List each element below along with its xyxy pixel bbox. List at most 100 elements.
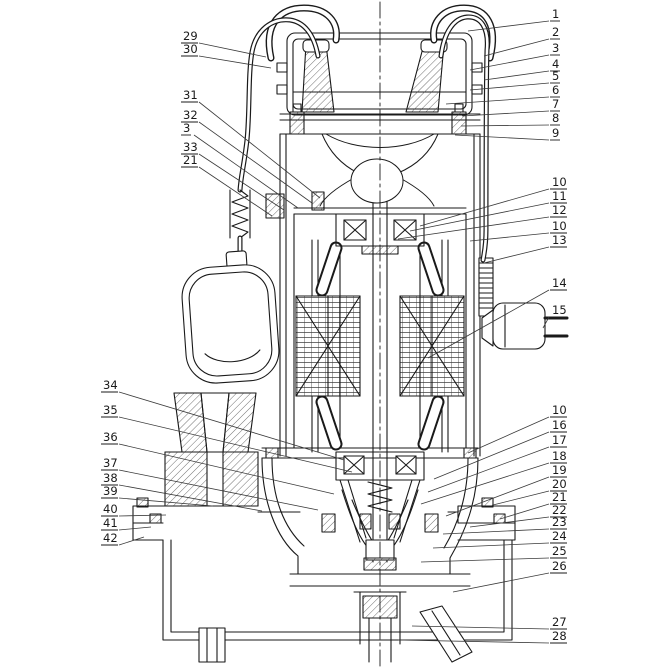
svg-text:23: 23 <box>552 515 567 529</box>
svg-text:2: 2 <box>552 25 559 39</box>
capacitor <box>350 158 404 204</box>
part-label-37: 37 <box>101 456 319 511</box>
part-label-42: 42 <box>101 531 145 546</box>
part-label-3: 3 <box>469 41 560 71</box>
part-label-33: 33 <box>181 140 285 211</box>
part-label-20: 20 <box>492 477 567 506</box>
part-label-6: 6 <box>445 83 560 105</box>
svg-text:30: 30 <box>183 42 198 56</box>
part-label-40: 40 <box>101 502 167 517</box>
svg-text:18: 18 <box>552 449 567 463</box>
part-label-25: 25 <box>420 544 567 563</box>
part-label-21: 21 <box>181 153 273 217</box>
svg-text:3: 3 <box>552 41 559 55</box>
part-label-17: 17 <box>427 433 567 493</box>
stator-windings <box>295 249 465 445</box>
svg-text:42: 42 <box>103 531 118 545</box>
svg-text:8: 8 <box>552 111 559 125</box>
part-label-5: 5 <box>469 69 560 91</box>
part-label-3: 3 <box>181 121 299 209</box>
carry-handle <box>265 4 497 62</box>
part-label-8: 8 <box>460 111 560 127</box>
part-label-27: 27 <box>411 615 567 630</box>
svg-text:11: 11 <box>552 189 567 203</box>
part-label-32: 32 <box>181 108 313 204</box>
motor-housing <box>279 133 481 457</box>
svg-text:21: 21 <box>552 490 567 504</box>
svg-text:31: 31 <box>183 88 198 102</box>
terminal-wires <box>319 133 439 207</box>
part-label-7: 7 <box>461 97 560 117</box>
svg-text:16: 16 <box>552 418 567 432</box>
cable-spring <box>229 189 251 239</box>
part-label-28: 28 <box>397 629 567 644</box>
svg-text:1: 1 <box>552 7 559 21</box>
svg-text:10: 10 <box>552 403 567 417</box>
part-label-12: 12 <box>397 203 567 240</box>
cable-glands <box>301 39 448 113</box>
part-label-31: 31 <box>181 88 321 199</box>
svg-text:4: 4 <box>552 57 559 71</box>
part-label-16: 16 <box>433 418 567 480</box>
winding-end-turns <box>315 241 445 451</box>
part-label-19: 19 <box>445 463 567 517</box>
part-label-4: 4 <box>483 57 560 81</box>
part-label-9: 9 <box>454 126 560 141</box>
part-label-30: 30 <box>181 42 272 69</box>
svg-text:38: 38 <box>103 471 118 485</box>
svg-text:33: 33 <box>183 140 198 154</box>
part-label-21: 21 <box>499 490 567 520</box>
svg-text:3: 3 <box>183 121 190 135</box>
part-label-18: 18 <box>420 449 567 505</box>
svg-text:41: 41 <box>103 516 118 530</box>
part-label-2: 2 <box>483 25 560 57</box>
svg-text:25: 25 <box>552 544 567 558</box>
svg-text:14: 14 <box>552 276 567 290</box>
part-label-1: 1 <box>467 7 560 32</box>
svg-text:7: 7 <box>552 97 559 111</box>
lower-bearing-assembly <box>335 451 425 481</box>
svg-text:17: 17 <box>552 433 567 447</box>
svg-text:20: 20 <box>552 477 567 491</box>
part-label-29: 29 <box>181 29 267 58</box>
svg-text:22: 22 <box>552 503 567 517</box>
svg-text:29: 29 <box>183 29 198 43</box>
part-label-10: 10 <box>419 175 567 227</box>
float-switch <box>181 250 280 384</box>
part-callouts: 2930313233321343536373839404142123456789… <box>101 7 567 644</box>
part-label-15: 15 <box>542 303 567 329</box>
part-label-24: 24 <box>432 529 567 549</box>
part-label-41: 41 <box>101 516 152 531</box>
part-label-22: 22 <box>469 503 567 528</box>
svg-text:9: 9 <box>552 126 559 140</box>
svg-text:6: 6 <box>552 83 559 97</box>
svg-text:39: 39 <box>103 484 118 498</box>
cord-guard-ribs <box>478 257 494 317</box>
part-label-13: 13 <box>483 233 567 264</box>
svg-text:34: 34 <box>103 378 118 392</box>
part-label-38: 38 <box>101 471 263 512</box>
part-label-26: 26 <box>452 559 567 593</box>
svg-text:5: 5 <box>552 69 559 83</box>
part-label-36: 36 <box>101 430 335 495</box>
svg-text:32: 32 <box>183 108 198 122</box>
svg-text:12: 12 <box>552 203 567 217</box>
part-label-14: 14 <box>427 276 567 359</box>
mechanical-seal <box>321 479 439 543</box>
part-label-34: 34 <box>101 378 345 461</box>
svg-text:10: 10 <box>552 219 567 233</box>
support-feet <box>198 605 473 663</box>
svg-text:21: 21 <box>183 153 198 167</box>
part-label-10: 10 <box>467 403 567 454</box>
svg-text:28: 28 <box>552 629 567 643</box>
svg-text:15: 15 <box>552 303 567 317</box>
svg-text:24: 24 <box>552 529 567 543</box>
svg-text:13: 13 <box>552 233 567 247</box>
svg-text:36: 36 <box>103 430 118 444</box>
svg-text:10: 10 <box>552 175 567 189</box>
svg-text:19: 19 <box>552 463 567 477</box>
part-label-10: 10 <box>469 219 567 242</box>
svg-text:40: 40 <box>103 502 118 516</box>
part-label-11: 11 <box>409 189 567 232</box>
